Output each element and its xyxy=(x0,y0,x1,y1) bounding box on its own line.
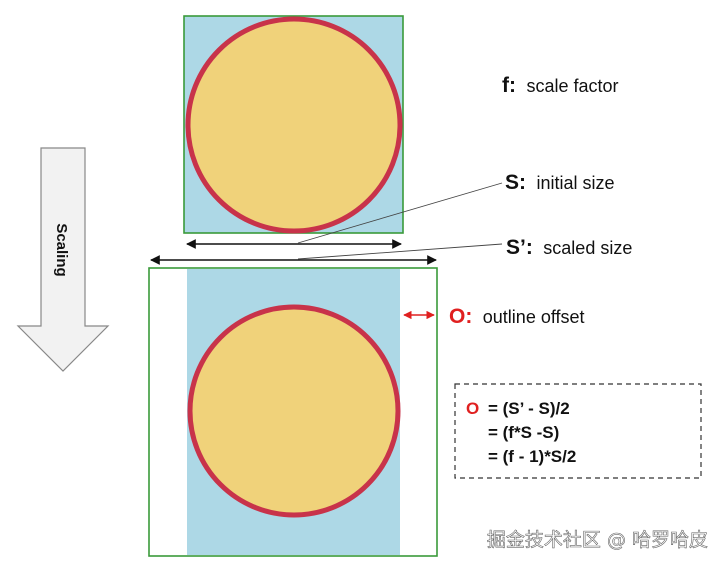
leader-line-scaled-size xyxy=(297,243,503,260)
label-scale-factor: f: scale factor xyxy=(502,74,619,97)
formula-box: O = (S’ - S)/2 = (f*S -S) = (f - 1)*S/2 xyxy=(454,383,702,479)
scaling-arrow-shape xyxy=(16,147,110,372)
formula-line-2: = (f*S -S) xyxy=(488,423,559,442)
label-scaled-size: S’: scaled size xyxy=(506,236,632,259)
label-outline-offset: O: outline offset xyxy=(449,305,585,328)
scaling-arrow: Scaling xyxy=(16,147,110,372)
initial-circle xyxy=(185,16,403,234)
label-initial-size: S: initial size xyxy=(505,171,614,194)
watermark: 掘金技术社区 @ 哈罗哈皮 xyxy=(487,529,708,551)
formula-line-1: O = (S’ - S)/2 xyxy=(466,399,570,418)
scaled-circle xyxy=(187,304,401,518)
formula-box-border xyxy=(454,383,702,479)
initial-box xyxy=(183,15,404,234)
leader-line-initial-size xyxy=(297,182,503,244)
formula-line-3: = (f - 1)*S/2 xyxy=(488,447,576,466)
scaling-arrow-label: Scaling xyxy=(53,223,70,276)
scaled-box xyxy=(148,267,438,557)
